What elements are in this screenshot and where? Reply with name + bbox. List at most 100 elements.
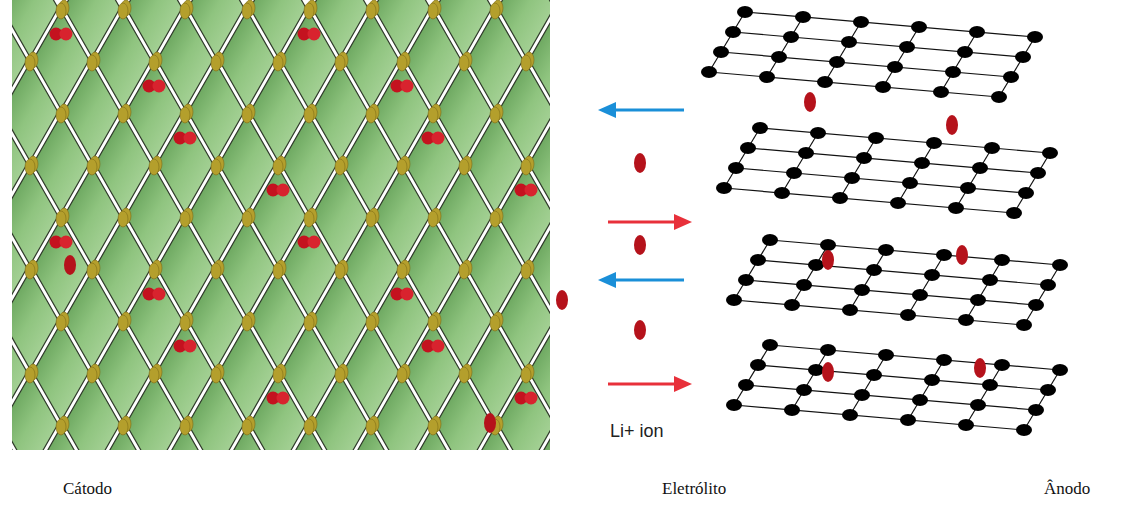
lithium-ion [974, 358, 986, 378]
metal-atom [180, 419, 190, 435]
oxygen-atom [277, 184, 290, 197]
oxygen-atom [401, 288, 414, 301]
carbon-atom [945, 66, 961, 78]
lithium-ion [804, 92, 816, 112]
metal-atom [304, 107, 314, 123]
graphite-bond [825, 22, 861, 82]
carbon-atom [957, 46, 973, 58]
graphite-bond [767, 17, 803, 77]
carbon-atom [1016, 319, 1032, 331]
carbon-atom [841, 36, 857, 48]
carbon-atom [820, 344, 836, 356]
carbon-atom [994, 359, 1010, 371]
carbon-atom [798, 147, 814, 159]
octahedron [12, 427, 27, 450]
carbon-atom [958, 314, 974, 326]
carbon-atom [808, 259, 824, 271]
octahedron [250, 375, 306, 450]
carbon-atom [854, 389, 870, 401]
carbon-atom [991, 91, 1007, 103]
graphite-bond [792, 245, 828, 305]
carbon-atom [762, 339, 778, 351]
metal-atom [242, 419, 252, 435]
carbon-atom [820, 239, 836, 251]
carbon-atom [738, 274, 754, 286]
metal-atom [335, 55, 345, 71]
metal-atom [273, 159, 283, 175]
carbon-atom [970, 294, 986, 306]
octahedron [529, 427, 550, 450]
graphite-bond [883, 27, 919, 87]
carbon-atom [784, 404, 800, 416]
carbon-atom [1028, 299, 1044, 311]
lithium-ion [634, 320, 646, 340]
octahedron [12, 375, 58, 450]
cathode-ions [50, 28, 569, 434]
carbon-atom [713, 46, 729, 58]
metal-atom [118, 315, 128, 331]
carbon-atom [936, 354, 952, 366]
carbon-atom [1018, 187, 1034, 199]
octahedron [64, 375, 120, 450]
carbon-atom [1027, 31, 1043, 43]
metal-atom [242, 107, 252, 123]
carbon-atom [716, 182, 732, 194]
ion-flow-arrow [614, 109, 684, 112]
oxygen-atom [184, 132, 197, 145]
metal-atom [180, 107, 190, 123]
carbon-atom [900, 309, 916, 321]
metal-atom [87, 367, 97, 383]
metal-atom [397, 55, 407, 71]
metal-atom [366, 211, 376, 227]
carbon-atom [762, 234, 778, 246]
metal-atom [397, 263, 407, 279]
graphite-bond [1024, 370, 1060, 430]
metal-atom [428, 107, 438, 123]
octahedron [312, 375, 368, 450]
graphite-bond [1024, 265, 1060, 325]
carbon-atom [842, 304, 858, 316]
metal-atom [87, 159, 97, 175]
metal-atom [366, 315, 376, 331]
metal-atom [304, 315, 314, 331]
carbon-atom [914, 157, 930, 169]
carbon-atom [853, 16, 869, 28]
carbon-atom [740, 142, 756, 154]
metal-atom [180, 315, 190, 331]
carbon-atom [982, 379, 998, 391]
carbon-atom [1015, 51, 1031, 63]
carbon-atom [912, 394, 928, 406]
metal-atom [211, 55, 221, 71]
carbon-atom [817, 76, 833, 88]
carbon-atom [972, 162, 988, 174]
carbon-atom [750, 359, 766, 371]
carbon-atom [926, 137, 942, 149]
lithium-ion [64, 255, 76, 275]
carbon-atom [726, 399, 742, 411]
carbon-atom [878, 349, 894, 361]
metal-atom [521, 263, 531, 279]
metal-atom [118, 211, 128, 227]
carbon-atom [969, 26, 985, 38]
graphite-bond [908, 360, 944, 420]
carbon-atom [844, 172, 860, 184]
metal-atom [25, 159, 35, 175]
metal-atom [304, 419, 314, 435]
metal-atom [211, 367, 221, 383]
carbon-atom [900, 414, 916, 426]
metal-atom [428, 3, 438, 19]
oxygen-atom [432, 132, 445, 145]
graphite-bond [734, 240, 770, 300]
metal-atom [211, 159, 221, 175]
oxygen-atom [60, 236, 73, 249]
metal-atom [459, 263, 469, 279]
carbon-atom [796, 384, 812, 396]
metal-atom [242, 315, 252, 331]
metal-atom [428, 211, 438, 227]
metal-atom [56, 211, 66, 227]
carbon-atom [771, 51, 787, 63]
ion-flow-arrow [614, 279, 684, 282]
metal-atom [335, 367, 345, 383]
